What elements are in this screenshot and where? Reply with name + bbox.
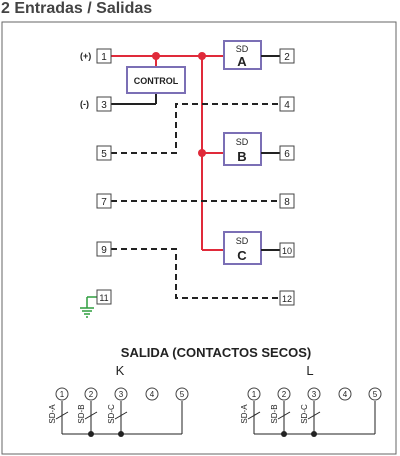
svg-text:2: 2	[284, 52, 290, 63]
plus-label: (+)	[80, 51, 91, 61]
contact-group-l: L 1 2 3 4 5 SD	[240, 363, 382, 437]
terminal-12: 12	[279, 290, 295, 306]
pin-number: 2	[89, 390, 94, 399]
contact-label: SD-C	[300, 404, 309, 424]
pin-number: 5	[180, 390, 185, 399]
ground-icon	[80, 296, 97, 318]
pin-circle	[307, 387, 321, 401]
pin-circle	[175, 387, 189, 401]
sd-block-label: SD	[236, 44, 249, 54]
terminal-8: 8	[279, 193, 295, 209]
svg-text:7: 7	[101, 197, 107, 208]
contact-group-k: K 1 2 3 4 5 SD	[48, 363, 189, 437]
contact-label: SD-A	[240, 404, 249, 424]
group-label: L	[306, 363, 313, 378]
svg-text:10: 10	[282, 246, 292, 256]
pin-circle	[145, 387, 159, 401]
control-label: CONTROL	[134, 76, 179, 86]
pin-number: 5	[373, 390, 378, 399]
svg-text:8: 8	[284, 197, 290, 208]
group-label: K	[116, 363, 125, 378]
pin-circle	[84, 387, 98, 401]
output-wires	[261, 55, 280, 251]
sd-block-b: SD B	[223, 132, 262, 166]
pin-number: 1	[252, 390, 257, 399]
terminal-10: 10	[279, 242, 295, 258]
pin-number: 3	[119, 390, 124, 399]
contact-label: SD-B	[270, 404, 279, 423]
terminal-5: 5	[96, 145, 112, 161]
pin-circle	[368, 387, 382, 401]
pin-number: 3	[312, 390, 317, 399]
terminal-4: 4	[279, 96, 295, 112]
terminal-6: 6	[279, 145, 295, 161]
pin-number: 4	[150, 390, 155, 399]
svg-text:1: 1	[101, 52, 107, 63]
contact-label: SD-B	[77, 404, 86, 423]
pin-number: 2	[282, 390, 287, 399]
terminal-9: 9	[96, 241, 112, 257]
svg-text:9: 9	[101, 245, 107, 256]
sd-block-letter: A	[237, 54, 247, 69]
svg-text:4: 4	[284, 100, 290, 111]
sd-block-label: SD	[236, 137, 249, 147]
terminal-2: 2	[279, 48, 295, 64]
sd-block-c: SD C	[223, 231, 262, 265]
contact-label: SD-C	[107, 404, 116, 424]
terminal-7: 7	[96, 193, 112, 209]
terminal-3: 3	[96, 96, 112, 112]
junction-dots	[152, 52, 206, 157]
junction-dot	[198, 149, 206, 157]
junction-dot	[152, 52, 160, 60]
sd-block-a: SD A	[223, 40, 262, 70]
pin-number: 1	[60, 390, 65, 399]
svg-text:11: 11	[99, 293, 108, 303]
page-title: 2 Entradas / Salidas	[1, 0, 153, 17]
pin-circle	[338, 387, 352, 401]
junction-dot	[198, 52, 206, 60]
svg-text:6: 6	[284, 149, 290, 160]
svg-text:3: 3	[101, 100, 107, 111]
terminal-1: 1	[96, 48, 112, 64]
pin-circle	[114, 387, 128, 401]
control-block	[126, 66, 186, 94]
sd-block-letter: B	[237, 149, 246, 164]
svg-text:12: 12	[282, 294, 292, 304]
minus-label: (-)	[80, 99, 89, 109]
diagram-frame	[1, 21, 397, 455]
pin-circle	[277, 387, 291, 401]
pin-circle	[247, 387, 261, 401]
terminal-11: 11	[96, 289, 112, 305]
svg-text:5: 5	[101, 149, 107, 160]
pin-number: 4	[343, 390, 348, 399]
terminals: 1 2 3 4 5 6 7 8 9 10 11 12	[96, 48, 295, 306]
dashed-wires	[111, 103, 280, 299]
bottom-title: SALIDA (CONTACTOS SECOS)	[121, 345, 311, 360]
pin-circle	[55, 387, 69, 401]
sd-block-letter: C	[237, 248, 247, 263]
contact-label: SD-A	[48, 404, 57, 424]
sd-block-label: SD	[236, 236, 249, 246]
